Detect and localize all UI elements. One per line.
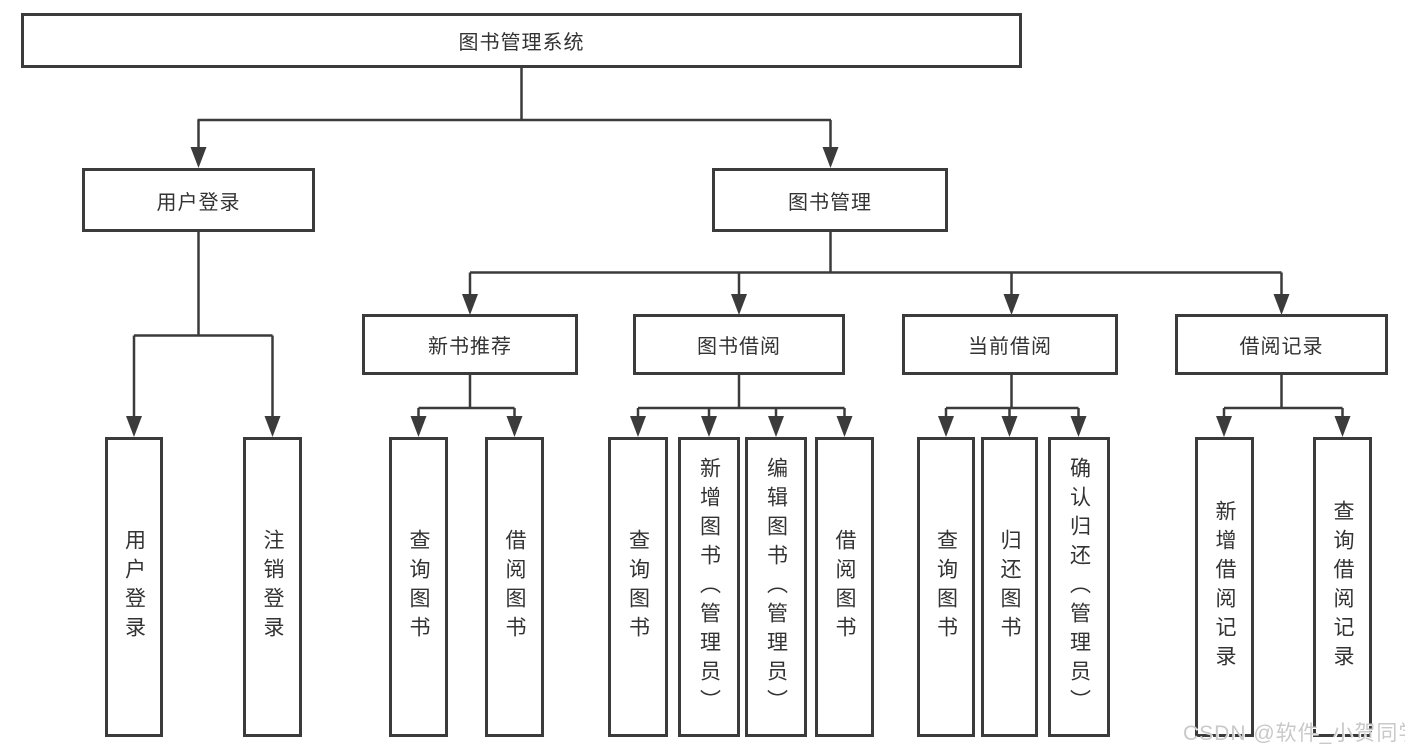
node-leaf-query-books-3: 查询图书 [917, 437, 975, 737]
node-leaf-return-books: 归还图书 [981, 437, 1038, 737]
node-leaf-confirm-return-admin: 确认归还（管理员） [1048, 437, 1110, 737]
node-new-book-recommendation: 新书推荐 [362, 314, 578, 375]
node-leaf-query-borrow-record: 查询借阅记录 [1313, 437, 1372, 737]
node-leaf-edit-books-admin: 编辑图书（管理员） [745, 437, 807, 737]
node-leaf-user-login: 用户登录 [105, 437, 163, 737]
node-book-borrowing: 图书借阅 [633, 314, 845, 375]
node-book-management: 图书管理 [712, 168, 948, 232]
node-leaf-query-books-2: 查询图书 [608, 437, 668, 737]
node-root: 图书管理系统 [21, 13, 1022, 68]
node-user-login: 用户登录 [82, 168, 315, 232]
node-leaf-borrow-books-2: 借阅图书 [815, 437, 874, 737]
node-current-borrowing: 当前借阅 [902, 314, 1118, 375]
node-leaf-logout: 注销登录 [243, 437, 302, 737]
node-leaf-add-borrow-record: 新增借阅记录 [1195, 437, 1254, 737]
node-leaf-query-books-1: 查询图书 [389, 437, 448, 737]
node-leaf-borrow-books-1: 借阅图书 [485, 437, 544, 737]
node-borrowing-records: 借阅记录 [1175, 314, 1388, 375]
watermark: CSDN @软件_小贺同学 [1183, 722, 1405, 745]
node-leaf-add-books-admin: 新增图书（管理员） [678, 437, 740, 737]
